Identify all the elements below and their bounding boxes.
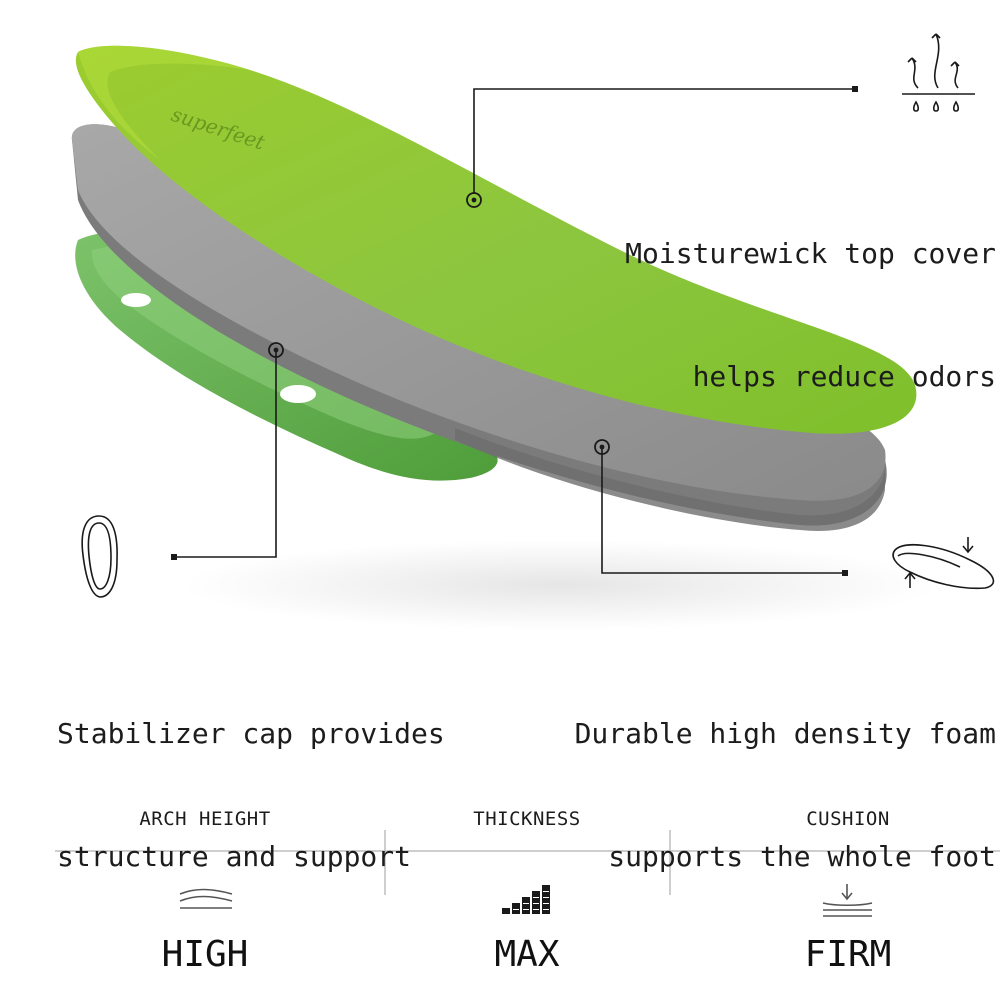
foam-callout-line1: Durable high density foam [574,717,996,750]
stabilizer-hole [280,385,316,403]
foam-leader-line [601,447,845,574]
thickness-bars-icon [502,885,550,914]
stabilizer-marker [268,342,284,358]
leader-lines [174,88,855,574]
moisture-callout-line2: helps reduce odors [692,360,996,393]
arch-height-waves-icon [179,888,233,909]
stabilizer-leader-line [174,350,277,558]
leader-markers [171,86,858,576]
moisture-marker [466,192,482,208]
foam-callout-line2: supports the whole foot [608,840,996,873]
moisture-callout: Moisturewick top cover helps reduce odor… [625,151,996,438]
cushion-press-icon [822,884,873,917]
moisture-leader-line [473,88,855,194]
spec-value-thickness: MAX [494,934,560,975]
top-cover: superfeet [75,45,917,434]
spec-label-cushion: CUSHION [806,808,890,830]
insole-compression-icon [892,537,995,590]
spec-value-cushion: FIRM [804,934,892,975]
foam-marker [594,439,610,455]
foam-callout: Durable high density foam supports the w… [575,631,996,918]
spec-label-thickness: THICKNESS [473,808,581,830]
stabilizer-callout-line1: Stabilizer cap provides [57,717,445,750]
stabilizer-hole [121,293,151,307]
stabilizer-callout-line2: structure and support [57,840,412,873]
moisture-callout-line1: Moisturewick top cover [625,237,996,270]
floor-shadow [180,540,940,630]
spec-value-arch-height: HIGH [161,934,249,975]
spec-label-arch-height: ARCH HEIGHT [139,808,271,830]
stabilizer-callout: Stabilizer cap provides structure and su… [57,631,445,918]
moisture-evaporation-icon [902,33,975,112]
heel-cup-outline-icon [81,515,118,598]
